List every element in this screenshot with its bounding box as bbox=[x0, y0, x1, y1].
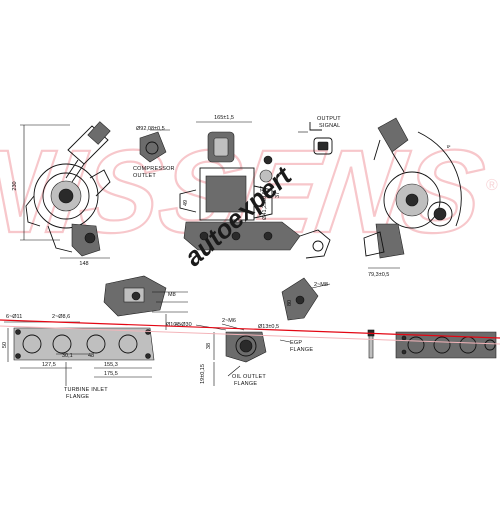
dim-165: 165±1,5 bbox=[214, 115, 234, 121]
dim-13: Ø13±0,5 bbox=[258, 324, 279, 330]
dim-80: 80 bbox=[287, 300, 293, 306]
dim-148: 148 bbox=[79, 261, 88, 267]
label-egp-1: EGP bbox=[290, 340, 302, 346]
dim-19: 19±0,15 bbox=[200, 364, 206, 384]
dim-77: 77 bbox=[260, 186, 266, 192]
label-egp-2: FLANGE bbox=[290, 347, 313, 353]
oil-outlet-flange: 38 4~Ø30 19±0,15 OIL OUTLET FLANGE bbox=[175, 322, 267, 387]
dim-6-11: 6~Ø11 bbox=[6, 314, 22, 320]
dim-2m6: 2~M6 bbox=[222, 318, 236, 324]
dim-37: 37 bbox=[275, 192, 281, 198]
dim-41: Ø41,25±0,05 bbox=[262, 188, 268, 220]
dim-230: 230 bbox=[12, 181, 18, 190]
watermark-registered: ® bbox=[486, 177, 498, 194]
dim-2m8: 2~M8 bbox=[314, 282, 328, 288]
dim-79: 79,3±0,5 bbox=[368, 272, 389, 278]
label-oil-outlet-2: FLANGE bbox=[234, 381, 257, 387]
label-turbine-inlet-1: TURBINE INLET bbox=[64, 387, 108, 393]
dim-92: Ø92,08±0,5 bbox=[136, 126, 165, 132]
label-compressor-outlet-1: COMPRESSOR bbox=[133, 166, 175, 172]
dim-10-5: Ø10,5 bbox=[166, 322, 181, 328]
dim-50: 50 bbox=[2, 342, 8, 348]
label-turbine-inlet-2: FLANGE bbox=[66, 394, 89, 400]
dim-175: 175,5 bbox=[104, 371, 118, 377]
egp-flange-label: EGP FLANGE bbox=[279, 339, 313, 353]
label-output-signal-2: SIGNAL bbox=[319, 123, 340, 129]
output-signal-detail: OUTPUT SIGNAL bbox=[298, 116, 341, 155]
dim-49: 49 bbox=[183, 200, 189, 206]
gasket-and-bolt bbox=[367, 329, 497, 359]
turbo-view-front: 165±1,5 Ø41,25±0,05 37 49 77 bbox=[179, 115, 331, 259]
turbine-inlet-flange: 6~Ø11 2~Ø8,6 50 30,1 48 127,5 155,3 175,… bbox=[2, 314, 155, 400]
egp-bracket-detail: 2~M8 80 2~M6 Ø13±0,5 bbox=[221, 277, 331, 331]
dim-4: 4 bbox=[444, 144, 451, 150]
dim-30-1: 30,1 bbox=[62, 353, 73, 359]
dim-4-30: 4~Ø30 bbox=[175, 322, 192, 328]
dim-155: 155,3 bbox=[104, 362, 118, 368]
dim-2-8-6: 2~Ø8,6 bbox=[52, 314, 70, 320]
manifold-side-view: M8 Ø10,5 bbox=[103, 275, 188, 330]
dim-m8: M8 bbox=[168, 292, 176, 298]
label-compressor-outlet-2: OUTLET bbox=[133, 173, 156, 179]
compressor-outlet-detail: Ø92,08±0,5 COMPRESSOR OUTLET bbox=[133, 126, 175, 179]
label-output-signal-1: OUTPUT bbox=[317, 116, 341, 122]
dim-127: 127,5 bbox=[42, 362, 56, 368]
label-oil-outlet-1: OIL OUTLET bbox=[232, 374, 266, 380]
turbo-view-right: 79,3±0,5 4 bbox=[363, 117, 462, 278]
dim-38: 38 bbox=[206, 343, 212, 349]
turbo-view-left: 230 148 bbox=[12, 121, 111, 267]
dim-48: 48 bbox=[88, 353, 94, 359]
